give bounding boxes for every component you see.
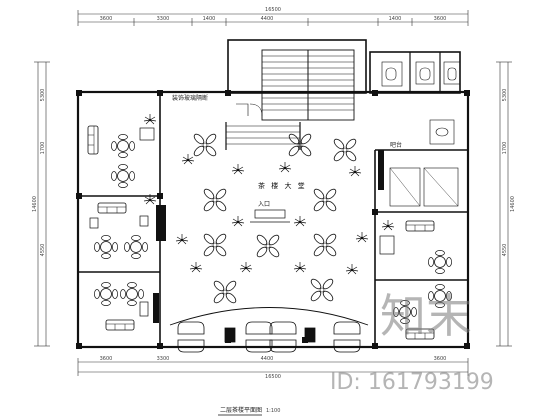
drawing-title: 二层茶楼平面图 bbox=[220, 406, 262, 414]
dim-right-3: 4550 bbox=[502, 244, 508, 257]
bar-label: 吧台 bbox=[390, 141, 402, 149]
hall-tables bbox=[192, 132, 358, 305]
dim-left-2: 1700 bbox=[40, 142, 46, 155]
glass-partitions bbox=[153, 150, 384, 323]
dim-right-overall: 14600 bbox=[510, 196, 516, 212]
dim-bottom-overall: 16500 bbox=[265, 374, 281, 380]
note-label: 装饰玻璃隔断 bbox=[172, 94, 208, 102]
watermark-logo: 知末 bbox=[380, 289, 472, 343]
watermark-id: ID: 161793199 bbox=[330, 370, 494, 395]
dim-bottom-2: 3300 bbox=[157, 356, 170, 362]
dim-top-overall: 16500 bbox=[265, 7, 281, 13]
private-room-bottom-left bbox=[94, 281, 149, 331]
dim-bottom-4: 3600 bbox=[434, 356, 447, 362]
dim-right-2: 1700 bbox=[502, 142, 508, 155]
dim-right-1: 5300 bbox=[502, 89, 508, 102]
dimension-lines bbox=[34, 10, 512, 376]
dim-left-overall: 14600 bbox=[32, 196, 38, 212]
private-room-mid-left bbox=[89, 193, 157, 260]
dim-left-1: 5300 bbox=[40, 89, 46, 102]
hall-label: 茶 楼 大 堂 bbox=[258, 181, 307, 190]
dim-top-6: 3600 bbox=[434, 16, 447, 22]
center-feature bbox=[169, 209, 369, 326]
staircase bbox=[225, 49, 355, 150]
dim-top-3: 1400 bbox=[203, 16, 216, 22]
private-room-top-left bbox=[87, 113, 157, 189]
toilet-rooms bbox=[236, 61, 461, 207]
dim-top-2: 3300 bbox=[157, 16, 170, 22]
bottom-booths bbox=[177, 321, 361, 353]
dim-top-4: 4400 bbox=[261, 16, 274, 22]
dim-top-5: 1400 bbox=[389, 16, 402, 22]
watermark: 知末 ID: 161793199 bbox=[330, 289, 494, 395]
private-room-mid-right bbox=[379, 219, 453, 275]
dim-left-3: 4550 bbox=[40, 244, 46, 257]
entrance-label: 入口 bbox=[258, 201, 270, 208]
drawing-scale: 1:100 bbox=[266, 408, 280, 414]
hall-plants bbox=[175, 153, 369, 275]
dim-bottom-3: 4400 bbox=[261, 356, 274, 362]
dim-top-1: 3600 bbox=[100, 16, 113, 22]
dim-bottom-1: 3600 bbox=[100, 356, 113, 362]
